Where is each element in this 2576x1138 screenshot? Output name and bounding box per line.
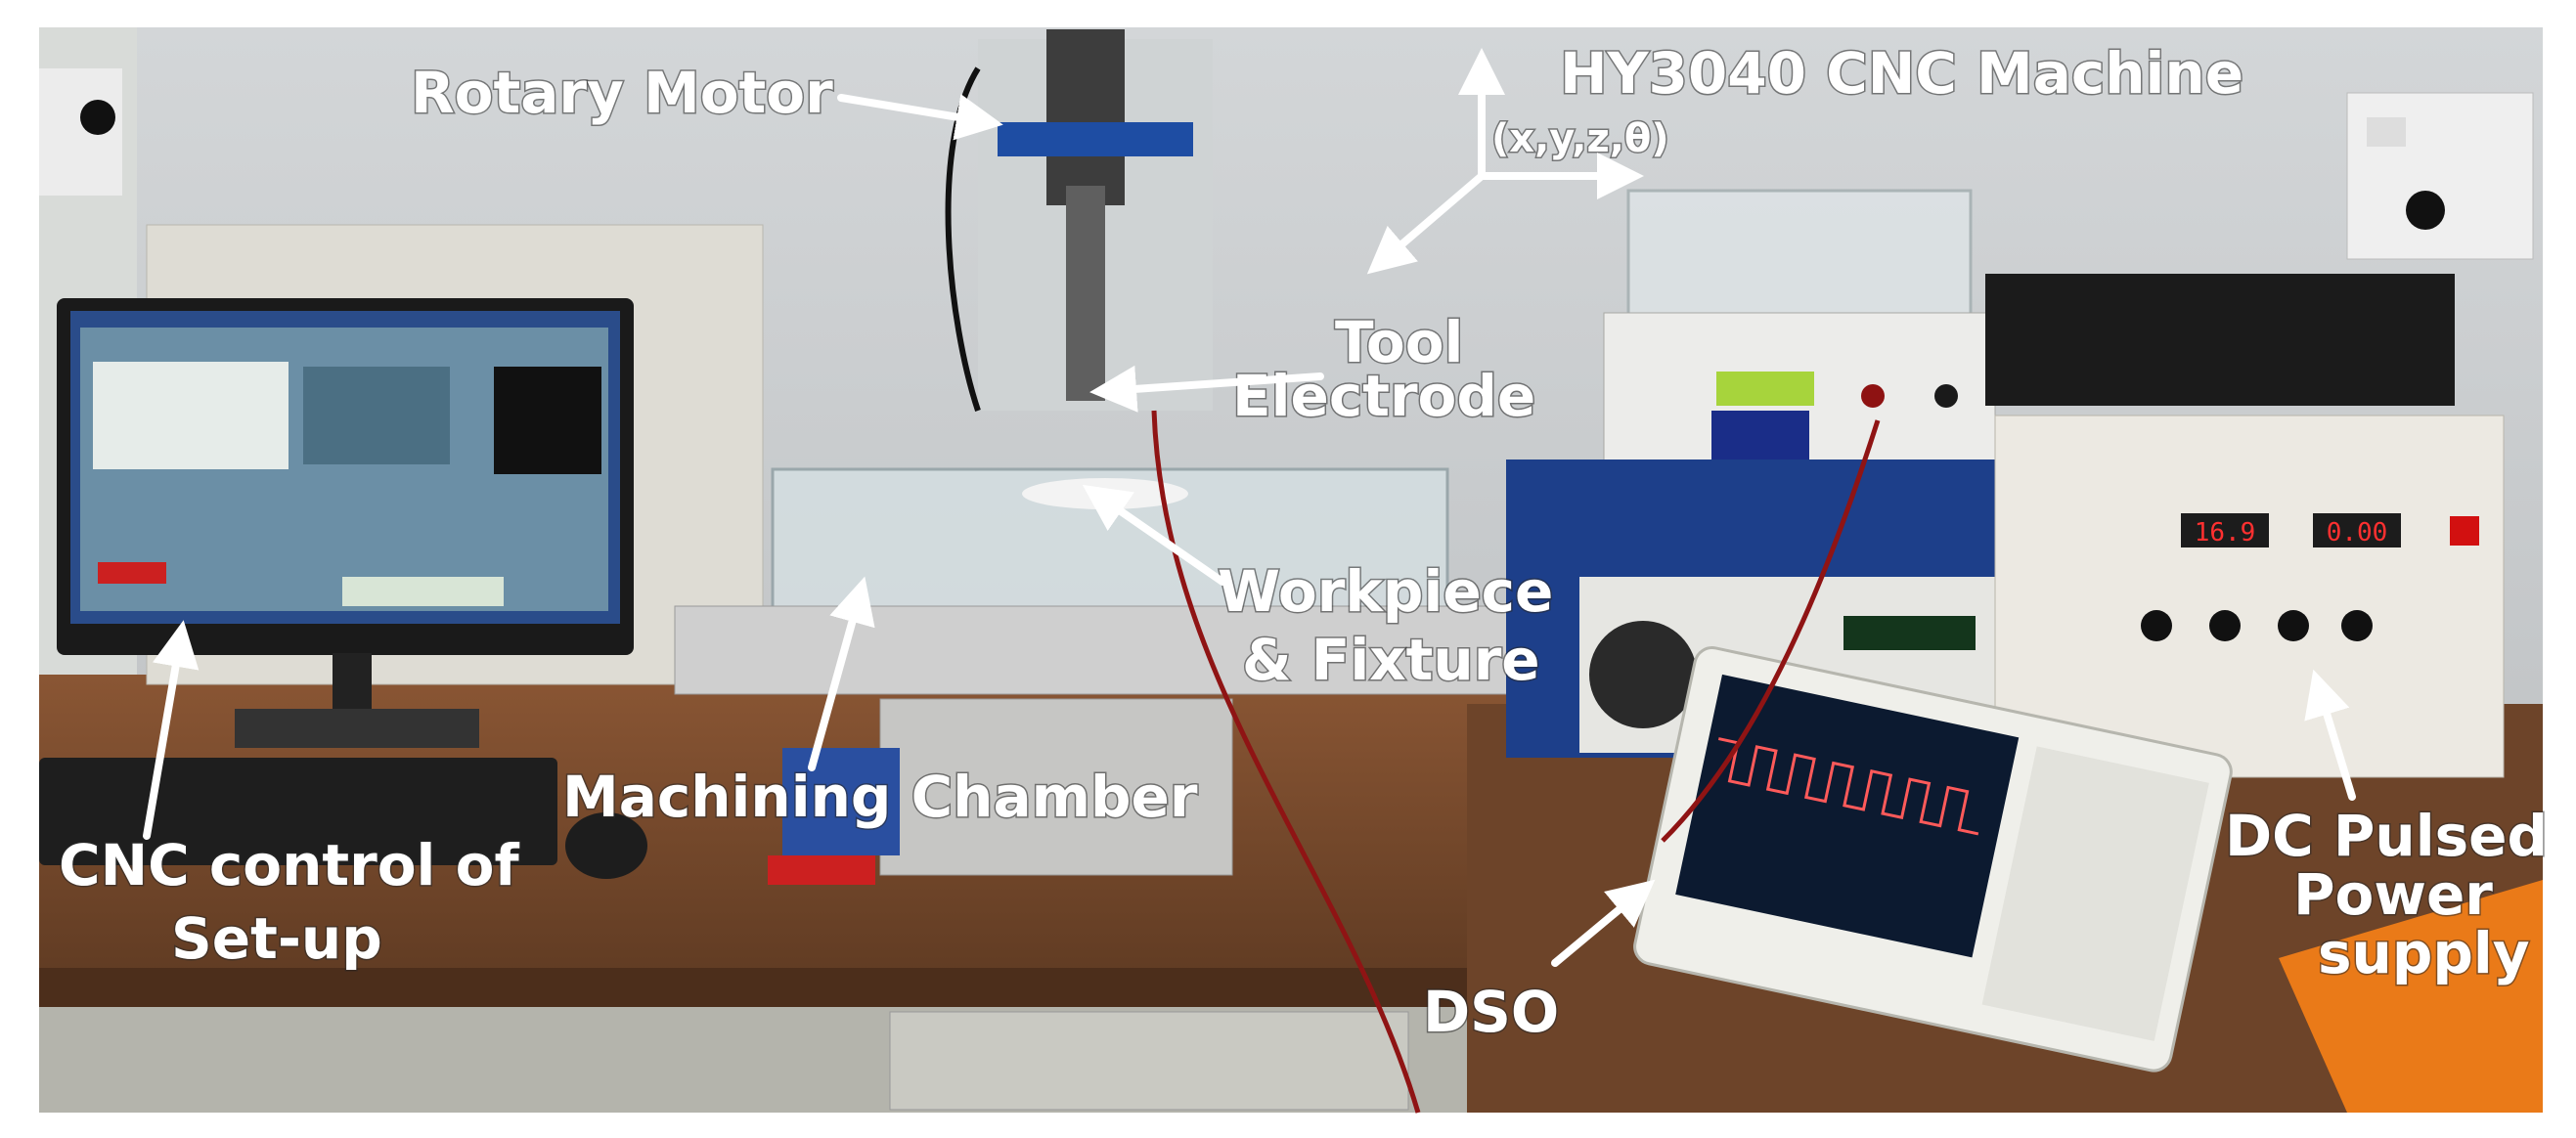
wall-socket-left	[39, 68, 122, 196]
terminal	[1934, 384, 1958, 408]
wall-switch	[2367, 117, 2406, 147]
software-preview	[494, 367, 601, 474]
label-axes: (x,y,z,θ)	[1491, 116, 1669, 161]
label-rotary-motor: Rotary Motor	[411, 60, 833, 126]
software-status-bar	[342, 577, 504, 606]
dso-controls	[1981, 746, 2209, 1041]
dc-current-readout: 0.00	[2327, 518, 2388, 547]
dc-voltage-readout: 16.9	[2195, 518, 2256, 547]
plug-icon	[2406, 191, 2445, 230]
plug-icon	[80, 100, 115, 135]
cnc-base	[879, 698, 1233, 876]
software-graph-area	[93, 362, 289, 469]
red-cable	[1151, 410, 1421, 1114]
label-cnc-machine: HY3040 CNC Machine	[1560, 40, 2243, 107]
label-dc-line2: Power	[2293, 861, 2493, 928]
label-dso: DSO	[1423, 979, 1559, 1045]
label-cnc-control-line2: Set-up	[171, 905, 382, 972]
cnc-bed	[674, 605, 1517, 695]
label-workpiece-line2: & Fixture	[1242, 627, 1540, 693]
arrow-tool-electrode	[1089, 365, 1324, 413]
label-tool-line1: Tool	[1335, 309, 1463, 375]
arrow-machining-chamber	[808, 576, 875, 771]
arrow-workpiece	[1082, 484, 1226, 586]
arrow-cnc-control	[143, 620, 200, 840]
arrow-dso	[1551, 879, 1656, 967]
dc-power-supply	[1994, 415, 2505, 778]
blue-power-unit-display	[1843, 616, 1976, 650]
software-dro	[303, 367, 450, 464]
label-machining-chamber: Machining Chamber	[562, 764, 1198, 830]
dc-current-display	[2313, 513, 2401, 547]
label-cnc-control-line1: CNC control of	[59, 832, 519, 898]
spindle	[1066, 186, 1105, 401]
axis-y-arrow	[1366, 172, 1486, 275]
dc-knob	[2278, 610, 2309, 641]
dso-screen	[1675, 674, 2020, 958]
arrow-rotary-motor	[837, 94, 1003, 141]
motor-bracket	[998, 122, 1193, 156]
red-cable	[1661, 419, 1881, 843]
dc-knob	[2141, 610, 2172, 641]
dc-knob	[2209, 610, 2241, 641]
keyboard	[39, 758, 557, 865]
monitor-base	[235, 709, 479, 748]
label-tool-line2: Electrode	[1232, 363, 1535, 429]
rotary-motor-body	[1046, 29, 1125, 205]
arrow-dc-power	[2304, 669, 2356, 801]
dso-waveform	[1717, 737, 1979, 836]
pulse-controller-lcd	[1716, 372, 1814, 406]
desk-left-edge	[39, 968, 1565, 1007]
dc-power-switch	[2450, 516, 2479, 546]
dc-knob	[2341, 610, 2373, 641]
orange-cloth	[2279, 880, 2543, 1113]
label-workpiece-line1: Workpiece	[1218, 558, 1553, 625]
label-dc-line3: supply	[2318, 920, 2530, 986]
red-box	[768, 855, 875, 885]
extension-board	[1985, 274, 2455, 406]
mouse	[565, 812, 647, 879]
dc-voltage-display	[2181, 513, 2269, 547]
monitor-stand	[333, 653, 372, 712]
software-reset-button	[98, 562, 166, 584]
terminal	[1861, 384, 1885, 408]
fan-grille	[1589, 621, 1697, 728]
drawer	[889, 1011, 1409, 1111]
blue-box	[782, 748, 900, 855]
label-dc-line1: DC Pulsed	[2225, 803, 2548, 869]
